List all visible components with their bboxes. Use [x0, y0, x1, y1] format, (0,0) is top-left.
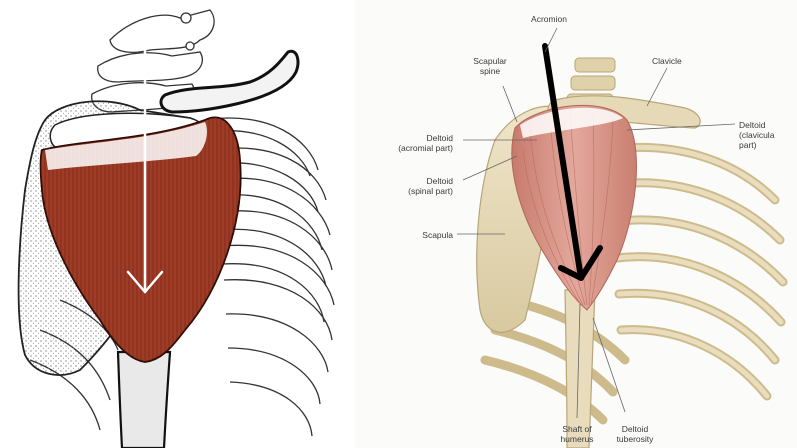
label-deltoid-acromial: Deltoid (acromial part) — [398, 133, 453, 153]
left-deltoid-illustration — [17, 9, 335, 448]
left-white-arrow — [126, 46, 164, 294]
label-deltoid-tuberosity: Deltoid tuberosity — [616, 424, 654, 444]
right-illustration-panel: Acromion Scapular spine Clavicle Deltoid… — [355, 0, 797, 448]
left-clavicle — [159, 49, 300, 114]
left-illustration-panel — [0, 0, 355, 448]
right-humerus-shaft — [564, 289, 596, 448]
label-deltoid-spinal: Deltoid (spinal part) — [408, 176, 453, 196]
left-humerus-shaft — [116, 350, 172, 448]
label-acromion: Acromion — [531, 14, 567, 24]
label-scapular-spine: Scapular spine — [473, 56, 507, 76]
label-scapula: Scapula — [422, 230, 453, 240]
label-clavicle: Clavicle — [652, 56, 682, 66]
right-leader-lines — [457, 27, 736, 419]
right-black-arrow — [542, 43, 603, 281]
label-deltoid-clavicular: Deltoid (clavicula part) — [739, 120, 775, 150]
right-deltoid-muscle — [511, 104, 637, 311]
right-deltoid-illustration — [457, 27, 788, 448]
label-shaft-of-humerus: Shaft of humerus — [560, 424, 594, 444]
